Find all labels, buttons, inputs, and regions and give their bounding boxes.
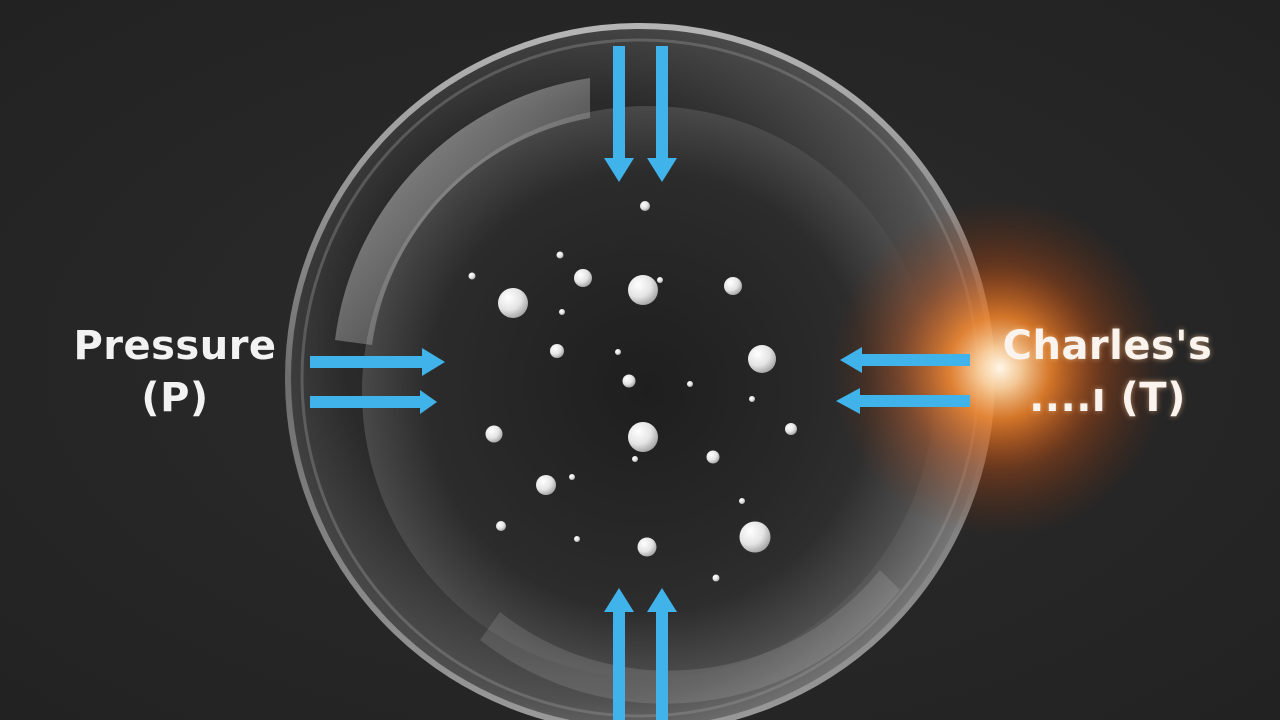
right-arrow-upper (840, 347, 970, 373)
gas-particle (748, 345, 776, 373)
pressure-label-line1: Pressure (73, 323, 277, 369)
gas-particle (657, 277, 663, 283)
temperature-label-line2: ....ı (T) (1029, 375, 1186, 421)
gas-particle (559, 309, 565, 315)
gas-particle (574, 269, 592, 287)
left-arrow-lower (310, 390, 437, 414)
gas-particle (468, 272, 476, 280)
gas-particle (628, 422, 658, 452)
gas-particle (712, 574, 720, 582)
temperature-label-line1: Charles's (1002, 323, 1213, 369)
gas-particles (468, 201, 797, 582)
gas-particle (556, 251, 564, 259)
top-arrow-left (604, 46, 634, 182)
gas-particle (550, 344, 564, 358)
gas-particle (622, 374, 636, 388)
left-arrow-upper (310, 348, 445, 376)
gas-particle (615, 349, 621, 355)
gas-particle (640, 201, 650, 211)
sphere-bottom-reflection (480, 570, 900, 704)
sphere-highlight (335, 78, 590, 345)
pressure-label-line2: (P) (141, 375, 209, 421)
gas-particle (706, 450, 720, 464)
gas-particle (485, 425, 503, 443)
right-arrow-lower (836, 388, 970, 414)
gas-particle (628, 275, 658, 305)
gas-particle (536, 475, 556, 495)
top-arrow-right (647, 46, 677, 182)
gas-particle (739, 521, 771, 553)
gas-particle (498, 288, 528, 318)
gas-particle (496, 521, 506, 531)
gas-particle (637, 537, 657, 557)
gas-particle (569, 474, 575, 480)
gas-particle (687, 381, 693, 387)
gas-particle (724, 277, 742, 295)
sphere-container (285, 23, 995, 720)
bottom-arrow-right (647, 588, 677, 720)
gas-particle (749, 396, 755, 402)
bottom-arrow-left (604, 588, 634, 720)
gas-particle (739, 498, 745, 504)
gas-particle (632, 456, 638, 462)
sphere-inner (362, 106, 934, 678)
gas-particle (574, 536, 580, 542)
force-arrows (310, 46, 970, 720)
heat-glow (830, 198, 1170, 538)
gas-particle (785, 423, 797, 435)
temperature-label: Charles's ....ı (T) (990, 320, 1225, 424)
pressure-label: Pressure (P) (50, 320, 300, 424)
